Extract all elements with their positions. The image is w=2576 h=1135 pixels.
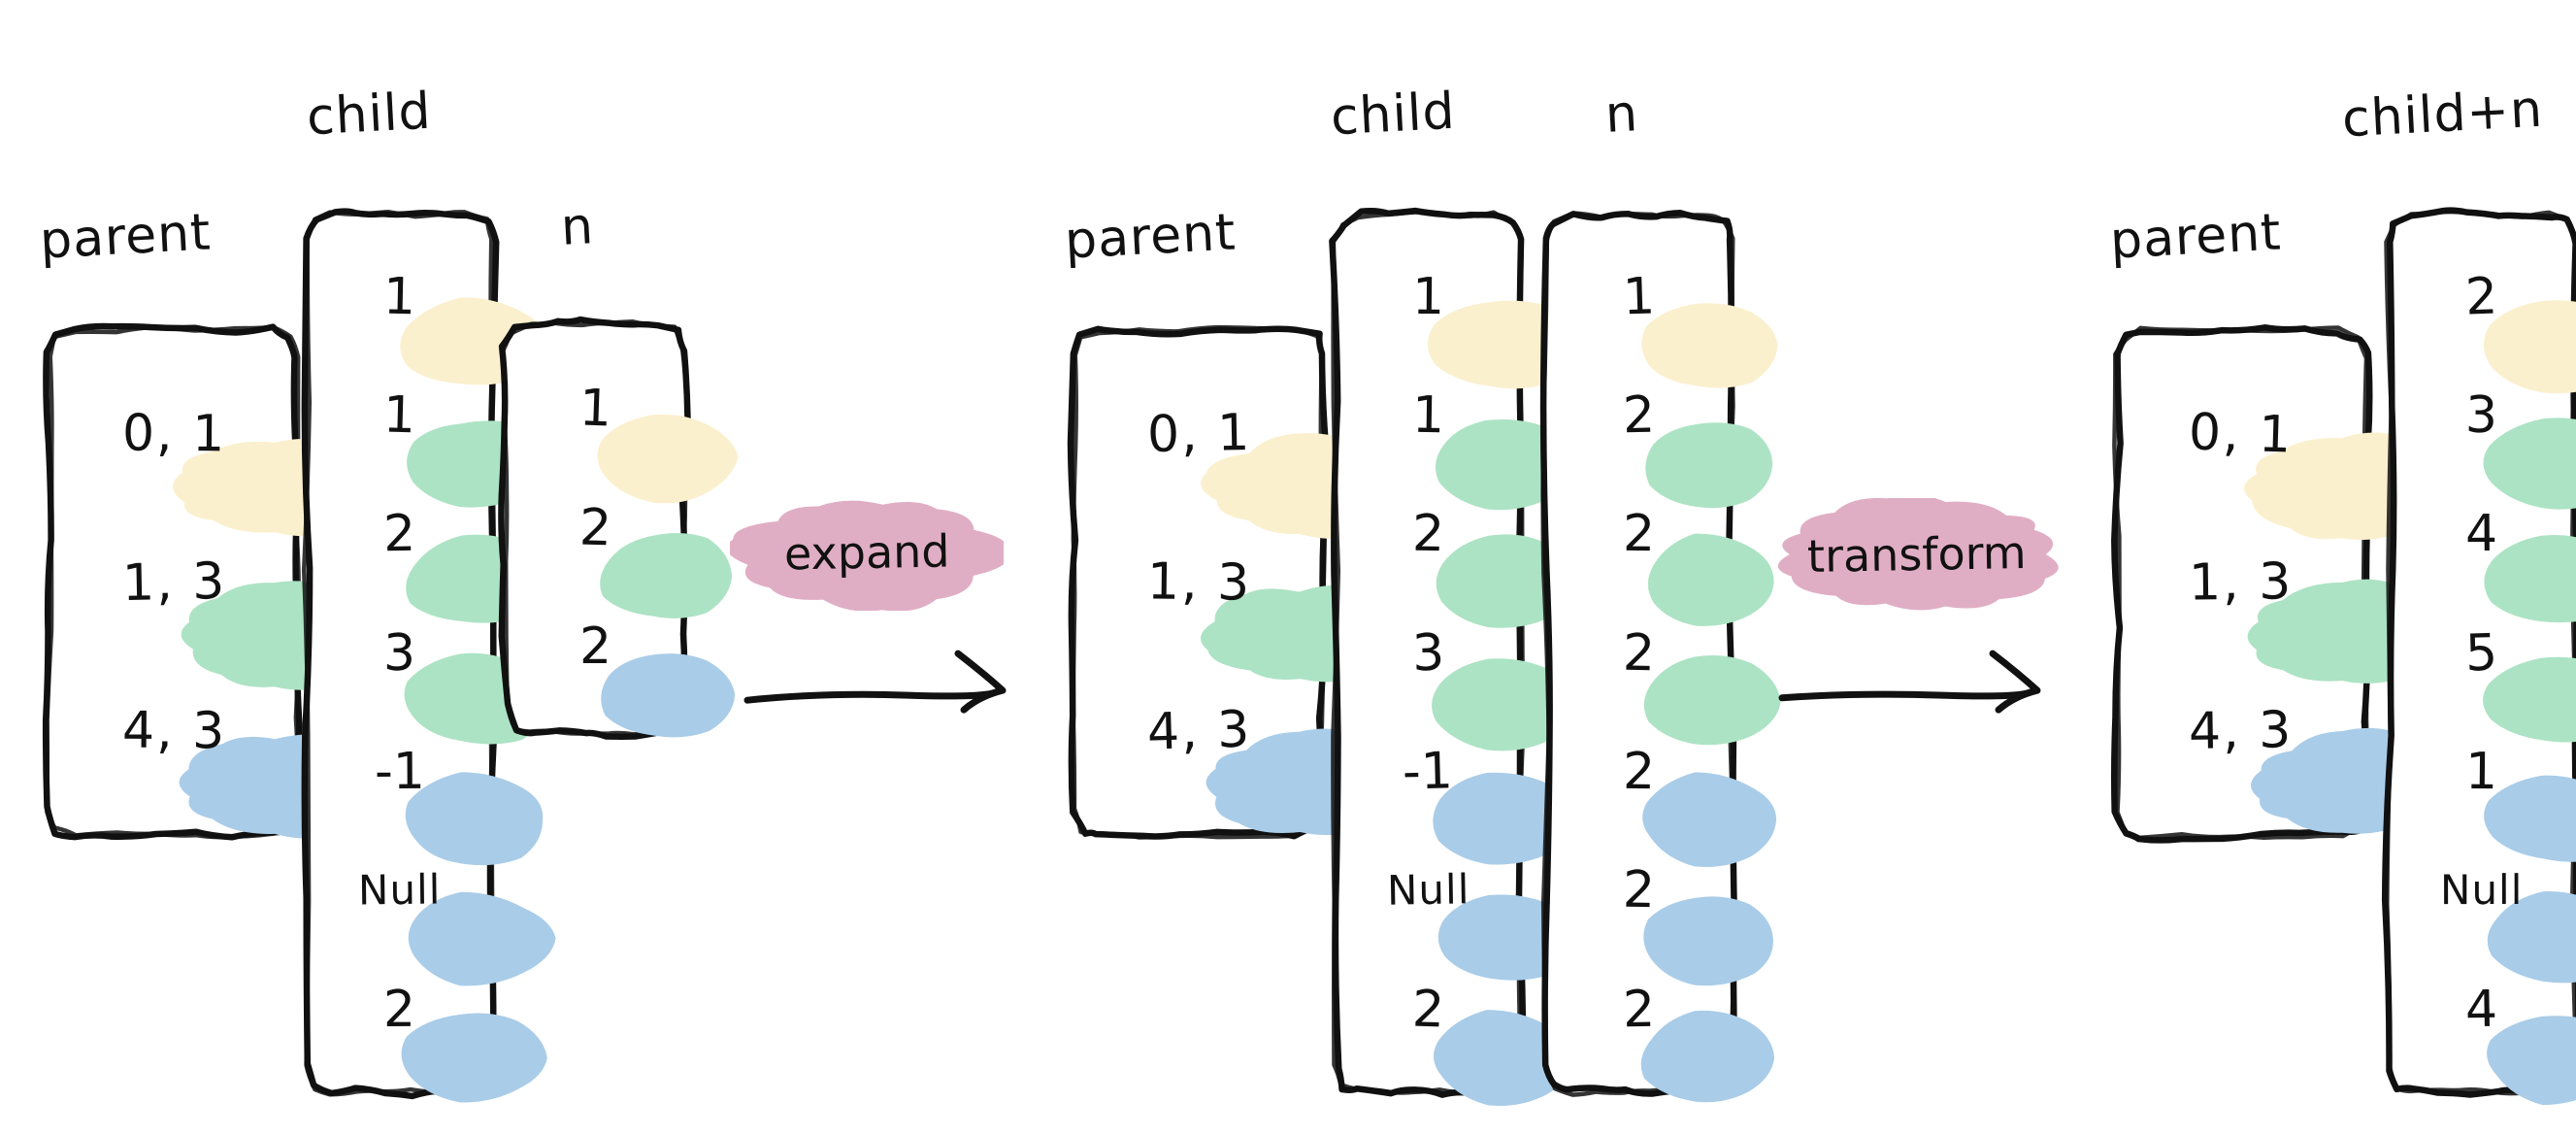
cell: 4: [2389, 951, 2576, 1105]
cell-value: 2: [1622, 861, 1656, 920]
cell: 2: [1336, 951, 1575, 1106]
cell: Null: [2389, 831, 2576, 984]
transition-arrow-transform: [1778, 644, 2043, 747]
cell-value: 0, 1: [2188, 403, 2295, 465]
cell: 2: [1546, 594, 1782, 745]
cell-value: 2: [1622, 980, 1656, 1040]
cell-value: 1: [578, 379, 613, 439]
cell-value: Null: [2439, 866, 2524, 915]
cell: 1: [506, 350, 739, 504]
cell: 2: [1546, 831, 1774, 986]
cell: 2: [307, 951, 547, 1103]
cell: 2: [2389, 238, 2576, 393]
cell-value: Null: [357, 865, 442, 915]
cell-value: 1: [382, 267, 416, 327]
cell-value: 2: [1622, 623, 1656, 684]
cell: 2: [506, 587, 735, 738]
cell: 3: [1336, 594, 1573, 751]
cell: 1: [2389, 713, 2576, 862]
cell-value: Null: [1386, 865, 1470, 916]
cell-value: 2: [1411, 505, 1445, 564]
cell-value: 2: [578, 498, 612, 558]
cell-value: -1: [374, 742, 425, 802]
cell-value: 1, 3: [121, 551, 227, 613]
cell: 1: [1546, 238, 1778, 388]
column-label-child-plus-n-transformed: child+n: [2340, 80, 2545, 150]
cell: -1: [307, 713, 544, 866]
cell: 2: [1546, 475, 1775, 627]
cell-value: 4: [2464, 505, 2498, 564]
cell-value: 4: [2464, 980, 2498, 1040]
cell-value: 5: [2464, 623, 2498, 684]
cell-value: 0, 1: [121, 404, 227, 464]
cell: 1, 3: [2117, 508, 2475, 684]
column-box-parent-transformed: 0, 1 1, 3 4, 3: [2110, 323, 2475, 844]
cell: 2: [506, 469, 732, 618]
cell: 4: [2389, 475, 2576, 623]
transition-label-text: expand: [783, 524, 950, 581]
cell-value: 3: [383, 623, 416, 683]
cell-value: 1: [382, 385, 417, 446]
cell: 5: [2389, 594, 2576, 743]
cell-value: 2: [382, 505, 416, 564]
transition-label-expand: expand: [726, 495, 1008, 612]
cell-value: 2: [578, 618, 612, 676]
column-box-n-before: 1 2 2: [498, 316, 739, 740]
transition-label-blob: [1771, 494, 2062, 615]
cell-value: 2: [1622, 742, 1656, 802]
cell: 1: [1336, 238, 1575, 389]
cell: 2: [1546, 951, 1775, 1102]
cell: 4, 3: [2117, 656, 2462, 834]
transition-arrow-expand: [743, 644, 1008, 747]
cell: Null: [307, 831, 556, 986]
cell-value: 1, 3: [2188, 552, 2294, 613]
transition-label-blob: [726, 495, 1008, 615]
cell: 0, 1: [2117, 359, 2473, 540]
cell-value: 4, 3: [2188, 700, 2294, 761]
cell-value: 0, 1: [1146, 403, 1252, 464]
cell-value: -1: [1402, 742, 1455, 802]
cell-value: 3: [1410, 623, 1445, 684]
cell-value: 1, 3: [1146, 552, 1252, 613]
cell: 2: [1546, 713, 1777, 868]
cell-value: 1: [2464, 742, 2498, 802]
cell-value: 2: [1622, 505, 1656, 564]
cell-value: 2: [1410, 980, 1445, 1040]
transition-label-text: transform: [1806, 525, 2027, 583]
cell-value: 2: [2463, 267, 2499, 327]
cell-value: 2: [383, 980, 416, 1039]
cell: 1: [1336, 356, 1572, 511]
cell: 3: [2389, 356, 2576, 510]
cell-value: 3: [2464, 385, 2498, 446]
cell-value: 4, 3: [1146, 700, 1253, 762]
cell-value: 1: [1621, 267, 1656, 327]
column-label-parent-transformed: parent: [2108, 203, 2283, 271]
cell-value: 1: [1411, 267, 1445, 326]
cell-value: 1: [1411, 385, 1445, 446]
cell-value: 2: [1622, 385, 1656, 446]
cell-value: 4, 3: [121, 701, 227, 761]
cell: 2: [1546, 356, 1773, 509]
column-box-n-expanded: 1 2 2 2 2 2 2: [1539, 209, 1782, 1102]
transition-label-transform: transform: [1771, 494, 2062, 611]
